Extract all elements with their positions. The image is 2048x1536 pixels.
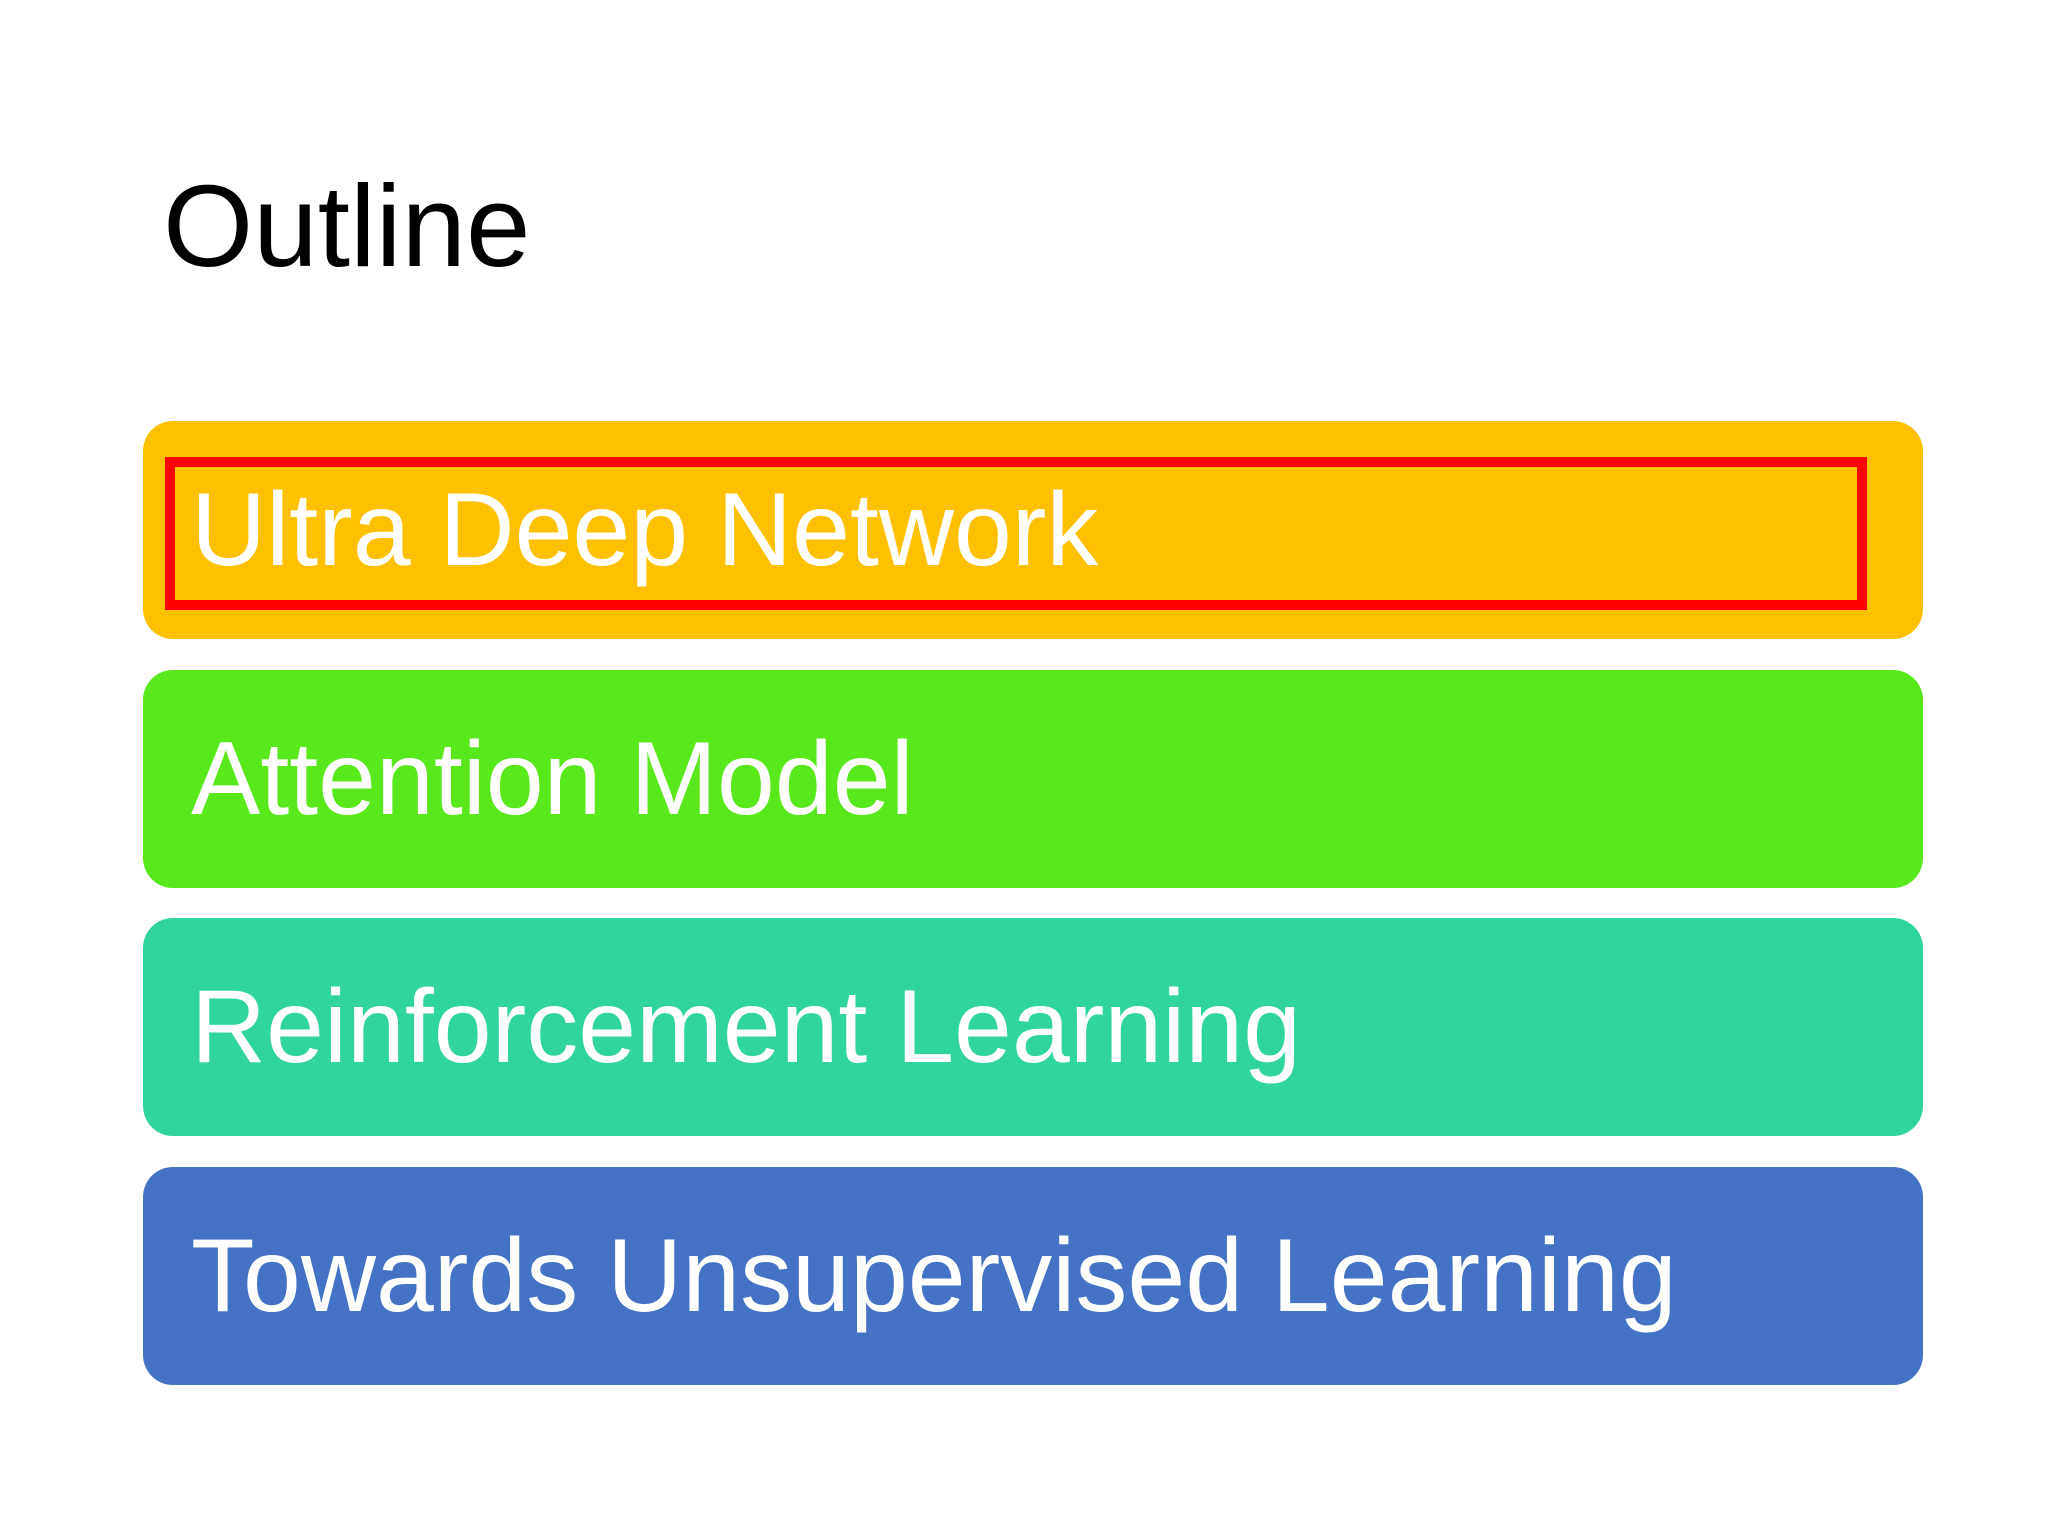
outline-item-towards-unsupervised-learning: Towards Unsupervised Learning <box>143 1167 1923 1385</box>
outline-item-reinforcement-learning: Reinforcement Learning <box>143 918 1923 1136</box>
outline-item-label: Ultra Deep Network <box>191 472 1099 588</box>
outline-item-label: Towards Unsupervised Learning <box>191 1218 1677 1334</box>
slide-title: Outline <box>163 161 531 291</box>
outline-item-attention-model: Attention Model <box>143 670 1923 888</box>
outline-item-label: Reinforcement Learning <box>191 969 1301 1085</box>
outline-item-label: Attention Model <box>191 721 914 837</box>
outline-item-ultra-deep-network: Ultra Deep Network <box>143 421 1923 639</box>
